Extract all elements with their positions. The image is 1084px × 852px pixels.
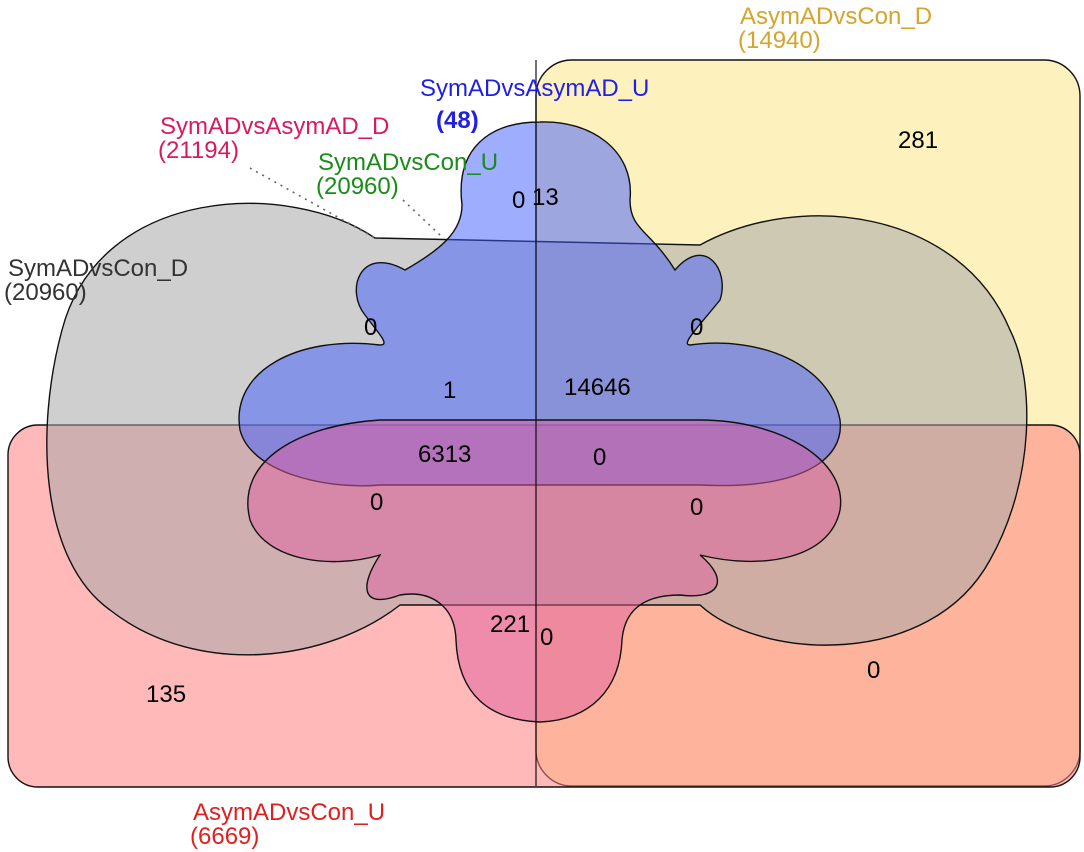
label-asymadvscon-d: AsymADvsCon_D [740, 3, 932, 30]
label-symadvsasymad-d: SymADvsAsymAD_D [160, 113, 389, 140]
count-bottom-lobe-right: 0 [540, 624, 553, 651]
count-bottom-lobe-left: 221 [490, 611, 530, 638]
count-asymadvscon-u: (6669) [190, 823, 259, 850]
label-symadvscon-d: SymADvsCon_D [8, 255, 188, 282]
label-symadvscon-u: SymADvsCon_U [318, 149, 498, 176]
label-asymadvscon-u: AsymADvsCon_U [193, 799, 385, 826]
count-top-lobe-right: 13 [532, 184, 559, 211]
count-right-upper: 0 [690, 314, 703, 341]
count-left-lower: 0 [370, 489, 383, 516]
label-symadvsasymad-u: SymADvsAsymAD_U [420, 75, 649, 102]
count-symadvsasymad-u: (48) [436, 107, 479, 134]
count-left-upper: 0 [364, 314, 377, 341]
count-orange-only: 0 [867, 657, 880, 684]
count-symadvsasymad-d: (21194) [158, 137, 239, 164]
count-right-lower: 0 [690, 494, 703, 521]
count-yellow-only: 281 [898, 127, 938, 154]
count-symadvscon-d: (20960) [4, 279, 87, 306]
set-symadvsasymad-u-shape [238, 121, 842, 487]
count-pink-only: 135 [146, 681, 186, 708]
count-center-upper-left: 1 [443, 377, 456, 404]
count-center-lower-right: 0 [593, 444, 606, 471]
leader-symadvscon-u [402, 199, 441, 236]
count-center-upper-right: 14646 [564, 374, 631, 401]
set-symadvsasymad-d-shape [247, 419, 842, 723]
leader-symadvsasymad-d [249, 167, 376, 239]
count-top-lobe-left: 0 [512, 187, 525, 214]
count-asymadvscon-d: (14940) [738, 27, 821, 54]
count-symadvscon-u: (20960) [316, 173, 399, 200]
count-center-lower-left: 6313 [418, 441, 471, 468]
